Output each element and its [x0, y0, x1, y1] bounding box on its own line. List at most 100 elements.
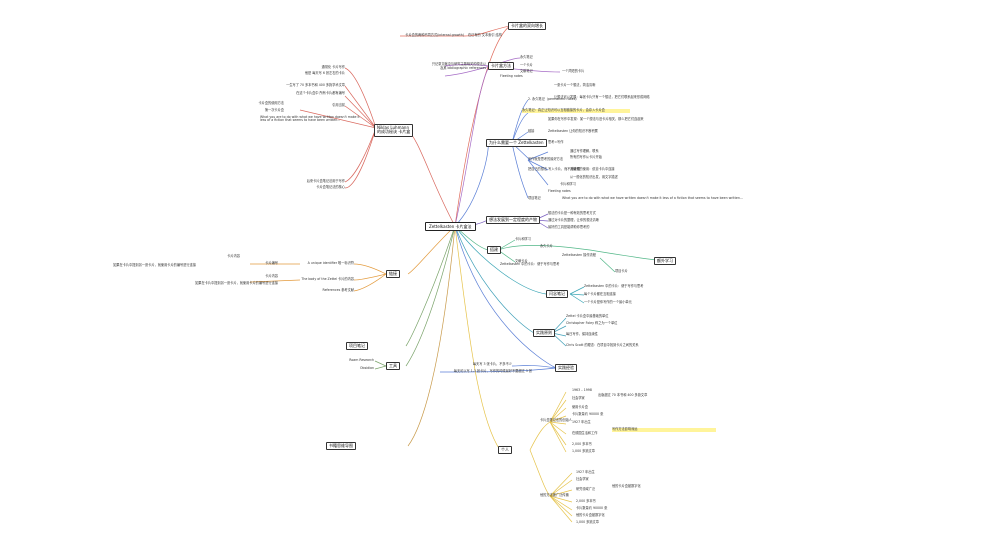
- why-topic: 把自己的想法 写入卡片，而不是收藏: [528, 167, 581, 171]
- why-sub-1: 对编号的使用：依靠卡片中连接: [570, 167, 615, 171]
- method-card: 一个卡片: [520, 63, 533, 67]
- topic-idea[interactable]: 想法发展到一定程度的产物: [486, 216, 540, 225]
- practice-1: 每天写 3 张卡片，不多不少: [472, 362, 512, 366]
- personal-8: 写作方法影响深远: [612, 427, 716, 432]
- luhmann-3: 一生写了 70 多本书和 400 多篇学术文章: [286, 83, 345, 87]
- luhmann-9: 卡片盒笔记法的核心: [316, 185, 345, 189]
- luhmann-4: 在这个卡片盒中 所有卡片都有编号: [296, 91, 345, 95]
- setup-4: Zettelkasten 操作流程: [562, 253, 596, 257]
- method-literature: 文献笔记: [520, 69, 533, 73]
- why-text-3: 如果你在写作中发现：某一个想法与旧卡片相关，那么把它们连起来: [548, 117, 644, 121]
- personal-12: 社会学家: [576, 477, 589, 481]
- link-7: 卡片内容: [265, 274, 278, 278]
- topic-tools[interactable]: 工具: [386, 362, 400, 371]
- topic-book[interactable]: 书籍思维导图: [326, 442, 356, 451]
- link-5: 卡片内容: [227, 254, 240, 258]
- topic-practice[interactable]: 实践经验: [555, 364, 577, 373]
- tool-obsidian: Obsidian: [360, 366, 374, 370]
- method-permanent: 永久笔记: [520, 55, 533, 59]
- link-3: References 参考文献: [322, 288, 354, 292]
- why-text-1: 一张卡片一个想法，简洁清晰: [554, 83, 596, 87]
- why-write-1: 写作就是思考的最好方法: [528, 157, 564, 161]
- method-lit-detail: 只记录文献中与研究主题相关的想法以及其 bibliographic refere…: [431, 62, 486, 70]
- topic-links[interactable]: 链接: [386, 270, 400, 279]
- principle-3: 每日写作，保持连续性: [566, 332, 598, 336]
- setup-5: Zettelkasten 中的卡片：便于写作与思考: [500, 262, 560, 266]
- root-node[interactable]: Zettelkasten 卡片盒法: [425, 222, 476, 232]
- personal-group-2: 他的方法被广泛传播: [540, 493, 569, 497]
- topic-extra[interactable]: 额外学习: [654, 257, 676, 266]
- link-4: 卡片编号: [265, 261, 278, 265]
- why-sub-2: 从一般化的知识出发，用文字描述: [570, 175, 618, 179]
- why-text-4: Zettelkasten 让你的知识不断积累: [548, 129, 598, 133]
- fleeting-2: 每个卡片都在互相连接: [584, 292, 616, 296]
- idea-3: 最好的工具是能帮助你思考的: [548, 225, 590, 229]
- topic-growth[interactable]: 卡片盒的双向增长: [508, 22, 546, 31]
- setup-1: 卡片和学习: [515, 237, 531, 241]
- why-sub-6: What you are to do with what we have wri…: [562, 196, 743, 200]
- personal-18: 1,000 多篇文章: [576, 520, 599, 524]
- personal-4: 使用卡片盒: [572, 405, 588, 409]
- luhmann-5: 引用当前: [332, 103, 345, 107]
- why-think: 思考=写作: [548, 140, 564, 144]
- principle-1: Zettel 卡片盒中最基础的单位: [566, 314, 609, 318]
- why-sub-5: 项目笔记: [528, 196, 541, 200]
- setup-2: 永久卡片: [540, 244, 553, 248]
- personal-5: 卡片数量约 90000 张: [572, 412, 604, 416]
- link-6: 如果在卡片中提到另一张卡片，就使用卡片的编号进行连接: [113, 263, 196, 267]
- personal-11: 1927 年出生: [576, 470, 595, 474]
- personal-13: 研究领域广泛: [576, 487, 596, 491]
- personal-2: 社会学家: [572, 396, 585, 400]
- why-write-2: 通过写作理解，联系: [570, 149, 599, 153]
- idea-2: 通过对卡片的整理，让你的想法清晰: [548, 218, 599, 222]
- link-8: 如果在卡片中提到另一张卡片，就使用卡片的编号进行连接: [195, 281, 278, 285]
- why-text-2: 让想法可以发展：每张卡片只有一个想法，把它们联系起来形成网络: [554, 95, 650, 99]
- topic-why[interactable]: 为什么需要一个 Zettelkasten: [486, 139, 547, 148]
- why-highlight: 永久笔记：真正让知识可以互相链接的卡片，会存入卡片盒: [522, 108, 630, 113]
- why-permanent: 2. 永久笔记（permanent notes）: [528, 97, 579, 101]
- why-write-3: 所有的写作从卡片开始: [570, 155, 602, 159]
- why-sub-3: 卡片和学习: [560, 182, 576, 186]
- personal-15: 2,000 多本书: [576, 499, 596, 503]
- personal-10: 1,000 多篇文章: [572, 449, 595, 453]
- practice-2: 每天可以写 1-3 张卡片，写作的时候最好不要超过 3 张: [453, 369, 532, 373]
- personal-3: 出版超过 70 本书和 400 多篇文章: [598, 393, 648, 397]
- personal-group-1: 卡片盒笔记法的创始人: [540, 418, 572, 422]
- method-fleeting: Fleeting notes: [500, 74, 523, 78]
- growth-text-1: 卡片盒的两种不同方式(internal growth): [405, 33, 464, 37]
- link-2: The body of the Zettel 卡片的内容: [301, 277, 354, 281]
- topic-method[interactable]: 卡片盒方法: [488, 62, 514, 71]
- topic-personal[interactable]: 个人: [498, 446, 512, 455]
- method-short-card: 一个简短的卡片: [562, 69, 585, 73]
- personal-14: 他的卡片盒被数字化: [612, 484, 641, 488]
- luhmann-8: 后来卡片盒笔记法用于写作: [306, 179, 345, 183]
- link-1: A unique identifier 唯一标识符: [307, 261, 354, 265]
- topic-luhmann[interactable]: Niklas Luhmann 的成功秘诀 卡片盒: [374, 124, 414, 137]
- personal-16: 卡片数量约 90000 张: [576, 506, 608, 510]
- topic-fleeting[interactable]: 闪念笔记: [546, 290, 568, 299]
- setup-6: 项目卡片: [615, 269, 628, 273]
- why-sub-4: Fleeting notes: [548, 189, 571, 193]
- personal-7: 在德国生活和工作: [572, 431, 598, 435]
- personal-1: 1963 – 1998: [572, 388, 592, 392]
- tool-roam: Roam Research: [349, 358, 374, 362]
- why-link: 链接: [528, 129, 535, 133]
- luhmann-quote: What you are to do with what we have wri…: [260, 115, 360, 123]
- setup-3: 文献卡片: [515, 259, 528, 263]
- idea-1: 想法的卡片是一种有效的思考方式: [548, 211, 596, 215]
- principle-2: Christopher Foley 称之为一个单位: [566, 321, 618, 325]
- luhmann-6: 卡片盒的使用方法: [258, 101, 285, 105]
- topic-project[interactable]: 项目笔记: [346, 342, 368, 351]
- personal-17: 他的卡片盒被数字化: [576, 513, 605, 517]
- topic-principles[interactable]: 实践原则: [533, 329, 555, 338]
- luhmann-2: 他是 每天写 6 张左右的卡片: [304, 71, 345, 75]
- luhmann-1: 通常化 卡片写作: [321, 65, 345, 69]
- principle-4: Chris Scott 的理念：在项目中找到卡片之间的关系: [566, 343, 639, 347]
- growth-text-2: 在已有的 文本索引 结构: [468, 33, 502, 37]
- personal-6: 1927 年出生: [572, 420, 591, 424]
- topic-setup[interactable]: 搭建: [487, 246, 501, 255]
- fleeting-1: Zettelkasten 中的卡片：便于写作与思考: [584, 284, 644, 288]
- fleeting-3: 一个卡片是你写作的一个最小单元: [584, 300, 632, 304]
